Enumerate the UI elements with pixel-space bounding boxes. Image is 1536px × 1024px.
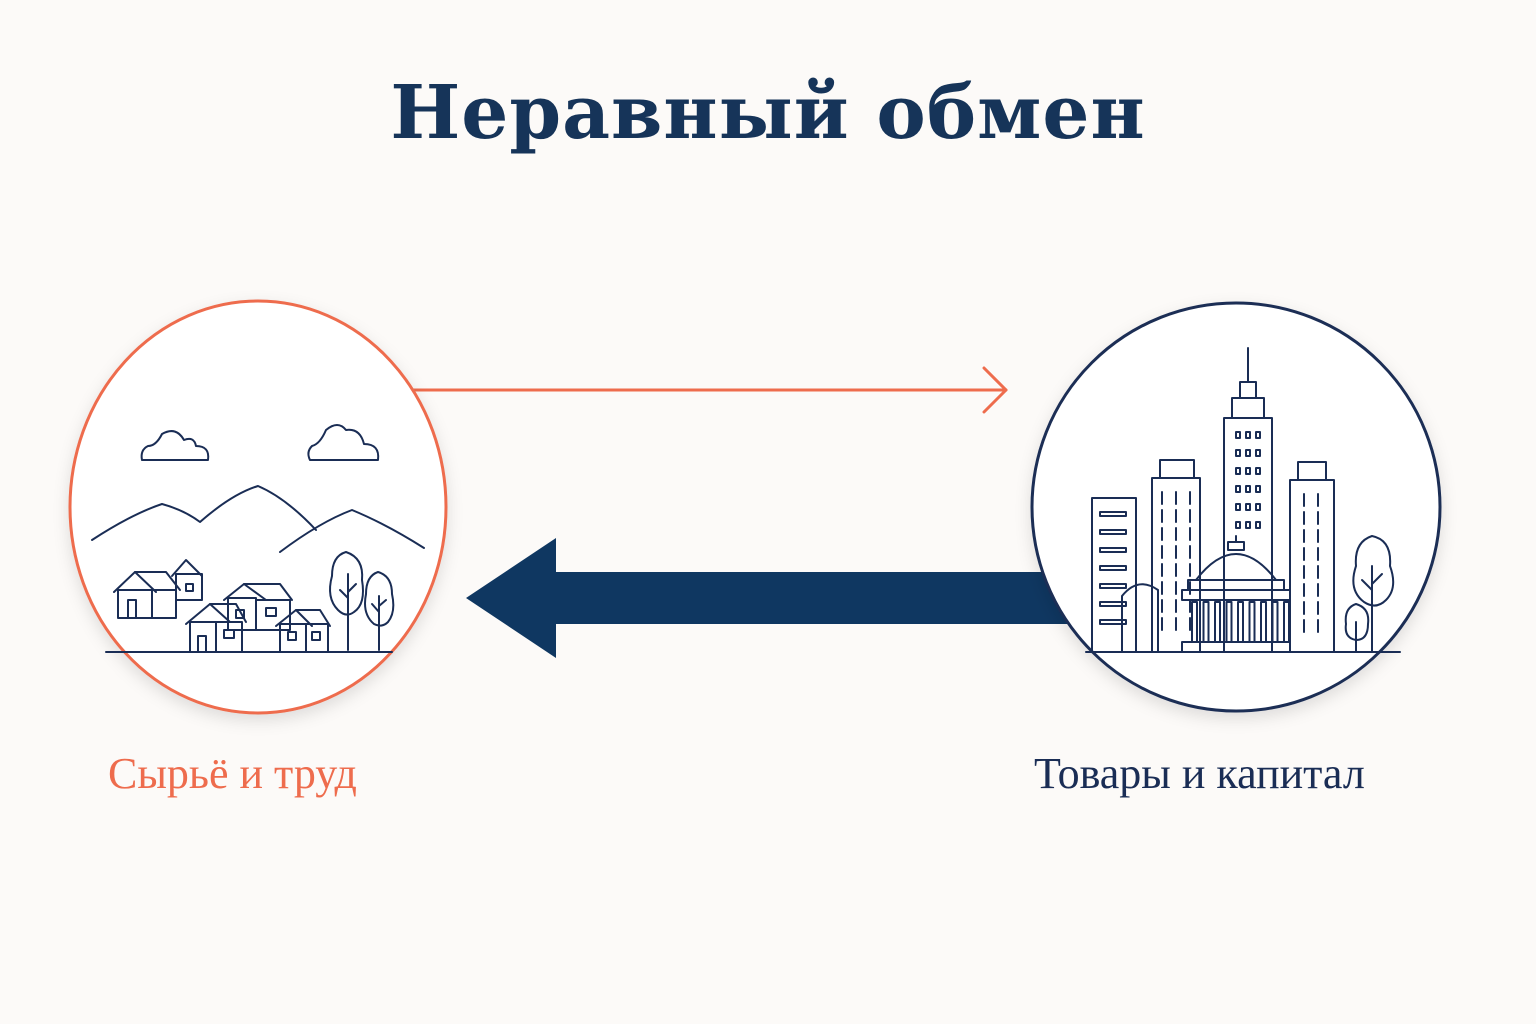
- city-skyline-icon: [1085, 347, 1401, 653]
- left-node-label: Сырьё и труд: [108, 749, 357, 798]
- thin-arrow-right-icon: [408, 366, 1008, 414]
- right-node-label: Товары и капитал: [1034, 749, 1365, 798]
- right-node: [1030, 301, 1442, 713]
- thick-arrow-left-icon: [466, 538, 1090, 658]
- left-node: [68, 299, 448, 715]
- rural-village-icon: [91, 424, 425, 653]
- diagram-title: Неравный обмен: [390, 70, 1146, 156]
